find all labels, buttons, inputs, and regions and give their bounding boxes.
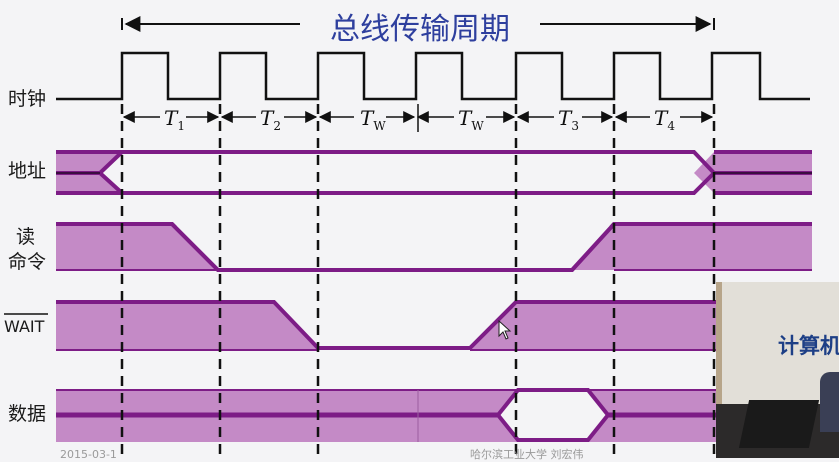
read-command-label-line1: 读 (16, 226, 36, 248)
period-label-t2: T2 (260, 106, 281, 133)
clock-waveform (56, 51, 810, 101)
data-label: 数据 (8, 403, 47, 425)
data-waveform (56, 388, 716, 442)
period-label-t3: T3 (558, 106, 579, 133)
footer-institution: 哈尔滨工业大学 刘宏伟 (470, 448, 584, 461)
address-waveform (56, 150, 812, 195)
period-label-tw2: TW (458, 106, 484, 133)
lecturer-video-overlay: 计算机 (716, 282, 839, 458)
period-label-t1: T1 (164, 106, 185, 133)
address-label: 地址 (8, 160, 47, 182)
bus-cycle-arrow (121, 16, 715, 32)
wait-waveform (56, 300, 716, 351)
laptop-icon (738, 400, 820, 448)
video-banner: 计算机 (778, 334, 839, 358)
mouse-cursor-icon (498, 319, 512, 340)
cycle-boundaries (120, 104, 716, 458)
wait-label: WAIT (4, 317, 45, 336)
clock-label: 时钟 (8, 88, 47, 110)
lecturer (820, 372, 839, 432)
period-label-tw1: TW (360, 106, 386, 133)
footer-date: 2015-03-1 (60, 448, 117, 461)
read-command-label-line2: 命令 (8, 251, 47, 273)
period-label-t4: T4 (654, 106, 675, 133)
bus-cycle-title: 总线传输周期 (330, 12, 510, 47)
